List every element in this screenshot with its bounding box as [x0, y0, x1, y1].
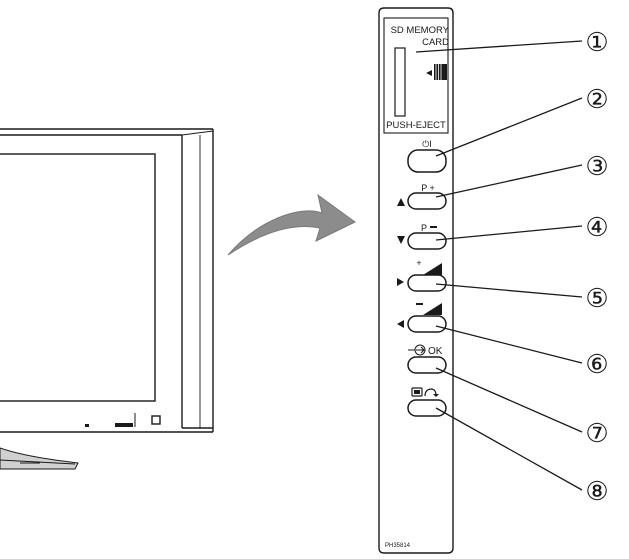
power-button[interactable]	[407, 149, 447, 173]
teletext-icon	[411, 387, 439, 397]
eject-label: PUSH-EJECT	[386, 120, 446, 131]
svg-text:+: +	[416, 258, 421, 268]
sd-card-insert-icon	[426, 64, 447, 80]
callout-7: ⑦	[585, 418, 608, 448]
curved-arrow	[227, 193, 356, 256]
ok-label: OK	[428, 346, 443, 357]
volume-up-button[interactable]	[407, 274, 447, 292]
callout-4: ④	[585, 212, 608, 242]
down-triangle-icon	[397, 236, 405, 244]
callout-3: ③	[585, 151, 608, 181]
teletext-button[interactable]	[407, 399, 447, 417]
callout-6: ⑥	[585, 349, 608, 379]
callout-8: ⑧	[585, 476, 608, 506]
input-icon	[408, 344, 426, 356]
volume-up-icon: +	[416, 258, 442, 275]
power-icon: ⏻I	[422, 139, 432, 149]
tv-outline	[0, 128, 214, 433]
volume-down-icon	[416, 303, 442, 315]
callout-2: ②	[585, 84, 608, 114]
callout-1: ①	[585, 27, 608, 57]
callout-5: ⑤	[585, 283, 608, 313]
figure-code: PH35814	[385, 543, 411, 549]
p-minus-label: P	[421, 223, 427, 233]
leader-lines	[415, 40, 583, 491]
tv-stand	[0, 447, 79, 470]
minus-mark	[430, 226, 437, 228]
left-triangle-icon	[397, 320, 404, 328]
volume-down-button[interactable]	[407, 315, 447, 333]
sd-label-line2: CARD	[422, 37, 449, 48]
p-plus-label: P +	[421, 183, 435, 193]
sd-label-line1: SD MEMORY	[391, 25, 450, 36]
callouts: ① ② ③ ④ ⑤ ⑥ ⑦ ⑧	[585, 27, 608, 506]
input-ok-button[interactable]	[407, 356, 447, 374]
channel-down-button[interactable]	[407, 232, 447, 250]
up-triangle-icon	[397, 198, 405, 206]
right-triangle-icon	[397, 278, 404, 286]
